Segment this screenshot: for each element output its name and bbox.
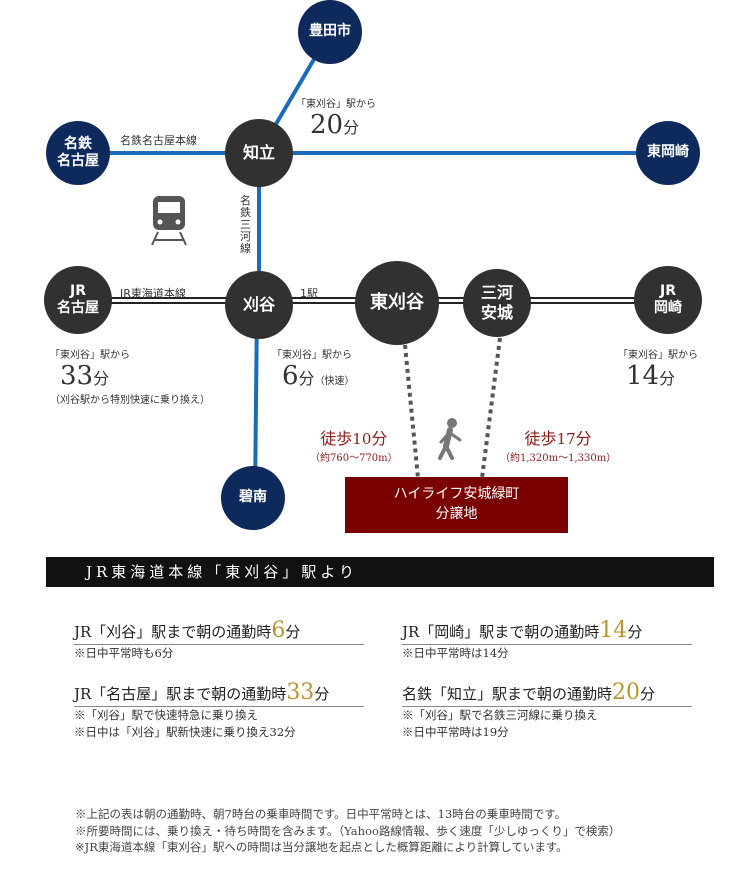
- station-hekinan: 碧南: [221, 466, 285, 530]
- station-kariya: 刈谷: [225, 271, 293, 339]
- station-higashiokazaki: 東岡崎: [636, 121, 700, 185]
- station-chiryu: 知立: [225, 119, 293, 187]
- line-label-meitetsu-nagoya: 名鉄名古屋本線: [120, 134, 197, 147]
- time-kariya: 「東刈谷」駅から 6分（快速）: [272, 350, 355, 391]
- walking-person-icon: [438, 418, 462, 460]
- footnotes: ※上記の表は朝の通勤時、朝7時台の乗車時間です。日中平常時とは、13時台の乗車時…: [75, 807, 621, 855]
- walk-path-left: [403, 344, 420, 479]
- line-label-meitetsu-mikawa: 名 鉄 三 河 線: [240, 194, 251, 256]
- commute-item: JR「名古屋」駅まで朝の通勤時33分 ※「刈谷」駅で快速特急に乗り換え※日中は「…: [74, 680, 364, 742]
- time-okazaki: 「東刈谷」駅から 14分: [618, 350, 698, 391]
- line-label-one-station: 1駅: [300, 287, 318, 300]
- commute-item: JR「刈谷」駅まで朝の通勤時6分 ※日中平常時も6分: [74, 618, 364, 662]
- line-label-jr-tokaido: JR東海道本線: [120, 287, 186, 300]
- station-jr-okazaki: JR 岡崎: [634, 266, 702, 334]
- site-box: ハイライフ安城緑町分譲地: [345, 477, 568, 533]
- walk-left: 徒歩10分 （約760〜770m）: [310, 429, 398, 464]
- walk-right: 徒歩17分 （約1,320m〜1,330m）: [500, 429, 617, 464]
- station-meitetsu-nagoya: 名鉄 名古屋: [46, 121, 110, 185]
- time-nagoya: 「東刈谷」駅から 33分 （刈谷駅から特別快速に乗り換え）: [50, 350, 210, 406]
- station-jr-nagoya: JR 名古屋: [44, 266, 112, 334]
- time-chiryu: 「東刈谷」駅から 20分: [296, 99, 376, 140]
- section-title: JR東海道本線「東刈谷」駅より: [46, 557, 714, 587]
- walk-path-right: [480, 337, 502, 479]
- station-higashikariya: 東刈谷: [355, 261, 439, 345]
- commute-item: 名鉄「知立」駅まで朝の通勤時20分 ※「刈谷」駅で名鉄三河線に乗り換え※日中平常…: [402, 680, 692, 742]
- station-toyota: 豊田市: [298, 0, 362, 64]
- train-icon: [151, 196, 187, 246]
- station-mikawaanjo: 三河 安城: [463, 269, 531, 337]
- commute-item: JR「岡崎」駅まで朝の通勤時14分 ※日中平常時は14分: [402, 618, 692, 662]
